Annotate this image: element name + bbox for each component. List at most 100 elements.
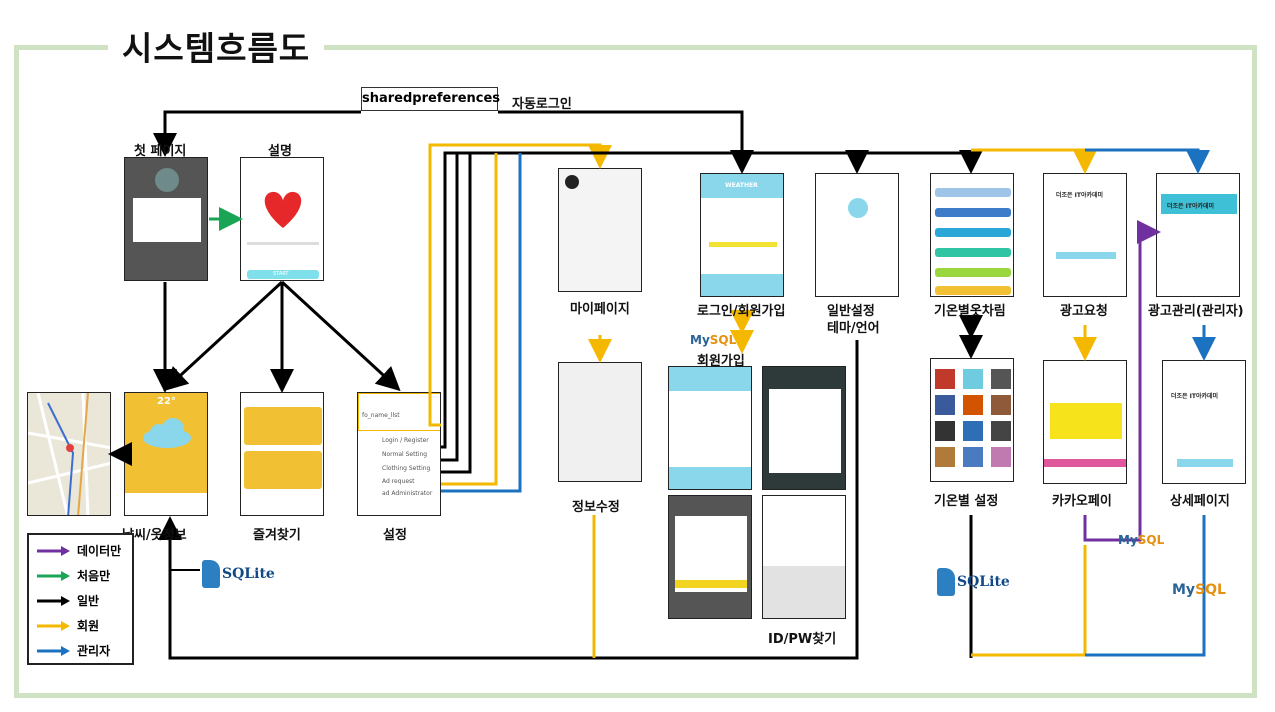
label-detail: 상세페이지 — [1170, 494, 1230, 509]
mypage-avatar — [565, 175, 579, 189]
kakaopay-screen — [1043, 360, 1127, 484]
settings-profile-box — [358, 393, 440, 431]
favorites-screen — [240, 392, 324, 516]
login-app-name: WEATHER — [725, 182, 758, 189]
sqlite-feather-icon — [937, 568, 955, 596]
sqlite-logo-left: SQLite — [202, 560, 275, 588]
detail-academy: 더조은 IT아카데미 — [1171, 393, 1219, 400]
label-description: 설명 — [268, 144, 292, 159]
idpw-confirm-button — [675, 580, 747, 588]
idpw-screen-1 — [668, 495, 752, 619]
sqlite-logo-right: SQLite — [937, 568, 1010, 596]
idpw-dialog — [675, 516, 747, 592]
label-weather: 날씨/옷정보 — [122, 528, 187, 543]
ad-manage-banner — [1161, 194, 1237, 214]
start-label: START — [273, 271, 289, 277]
temp-row-3 — [935, 228, 1011, 237]
login-footer — [701, 274, 783, 296]
arrow-data-only — [1083, 220, 1161, 542]
label-temp-settings: 기온별 설정 — [934, 494, 999, 509]
line-settings-normal — [441, 153, 459, 462]
login-screen: WEATHER — [700, 173, 784, 297]
signup-footer — [669, 467, 751, 489]
signup-dialog-screen — [762, 366, 846, 490]
label-favorites: 즐겨찾기 — [253, 528, 301, 543]
black-arrow-icon — [37, 596, 70, 606]
settings-menu-3: Clothing Setting — [382, 465, 431, 472]
label-ad-request: 광고요청 — [1060, 304, 1108, 319]
temp-row-1 — [935, 188, 1011, 197]
label-ad-manage: 광고관리(관리자) — [1148, 304, 1244, 319]
temp-settings-screen — [930, 358, 1014, 482]
label-general-settings-2: 테마/언어 — [827, 321, 880, 336]
mysql-logo-kakao: MySQL — [1118, 533, 1165, 547]
label-kakaopay: 카카오페이 — [1052, 494, 1112, 509]
signup-header — [669, 367, 751, 391]
line-sqlite — [169, 525, 200, 571]
first-page-dialog — [133, 198, 201, 242]
arrow-settings-login — [441, 151, 742, 449]
line-detail-return — [1085, 515, 1206, 657]
arrow-return-black — [158, 340, 859, 660]
arrow-desc-weather — [163, 280, 284, 392]
ad-request-screen: 더조은 IT아카데미 — [1043, 173, 1127, 297]
line-kakao-return — [971, 545, 1087, 657]
kakaopay-bar — [1044, 459, 1126, 467]
temp-row-4 — [935, 248, 1011, 257]
title-box: 시스템흐름도 — [108, 22, 325, 70]
favorite-card-1 — [244, 407, 322, 445]
theme-icon — [848, 198, 868, 218]
purple-arrow-icon — [37, 546, 70, 556]
ad-request-button — [1056, 252, 1116, 259]
arrow-ad-manage — [1085, 148, 1210, 174]
arrow-temp-clothes — [857, 150, 983, 174]
weather-temp: 22° — [157, 396, 176, 407]
settings-menu-4: Ad request — [382, 478, 415, 485]
ad-request-academy: 더조은 IT아카데미 — [1056, 192, 1104, 199]
mysql-logo-detail: MySQL — [1172, 582, 1226, 598]
label-mypage: 마이페이지 — [570, 302, 630, 317]
general-settings-screen — [815, 173, 899, 297]
temp-row-5 — [935, 268, 1011, 277]
label-idpw: ID/PW찾기 — [768, 632, 837, 647]
weather-screen: 22° — [124, 392, 208, 516]
sqlite-feather-icon — [202, 560, 220, 588]
label-general-settings-1: 일반설정 — [827, 304, 875, 319]
clothing-grid — [935, 369, 1011, 467]
line-settings-admin — [441, 153, 522, 493]
arrow-auto-login-login — [498, 110, 754, 174]
arrow-ad-request — [971, 148, 1097, 174]
temp-row-6 — [935, 286, 1011, 295]
signup-dialog — [769, 389, 841, 473]
map-image — [28, 393, 110, 515]
page-title: 시스템흐름도 — [122, 29, 311, 68]
heart-icon — [247, 191, 319, 279]
favorite-card-2 — [244, 451, 322, 489]
keyboard — [763, 566, 845, 618]
mysql-logo-login: MySQL — [690, 333, 737, 347]
mypage-screen — [558, 168, 642, 292]
arrow-general-settings — [742, 150, 869, 174]
detail-button — [1177, 459, 1233, 467]
first-page-logo-icon — [155, 168, 179, 192]
label-login: 로그인/회원가입 — [697, 304, 786, 319]
signup-screen — [668, 366, 752, 490]
login-header — [701, 174, 783, 198]
green-arrow-icon — [37, 571, 70, 581]
label-settings: 설정 — [383, 528, 407, 543]
kakaopay-card — [1050, 403, 1122, 439]
blue-arrow-icon — [37, 646, 70, 656]
settings-menu-5: ad Administrator — [382, 490, 433, 497]
map-screen — [27, 392, 111, 516]
temp-row-2 — [935, 208, 1011, 217]
idpw-screen-2 — [762, 495, 846, 619]
kakao-login-button — [709, 242, 777, 247]
cloud-icon — [125, 418, 207, 515]
settings-menu-2: Normal Setting — [382, 451, 428, 458]
auto-login-label: 자동로그인 — [512, 97, 572, 112]
diagram-frame — [14, 45, 1257, 698]
ad-manage-academy: 더조은 IT아카데미 — [1167, 203, 1215, 210]
settings-user: fo_name_llst — [362, 412, 400, 419]
line-settings-adrequest — [441, 153, 498, 486]
ad-manage-screen: 더조은 IT아카데미 — [1156, 173, 1240, 297]
